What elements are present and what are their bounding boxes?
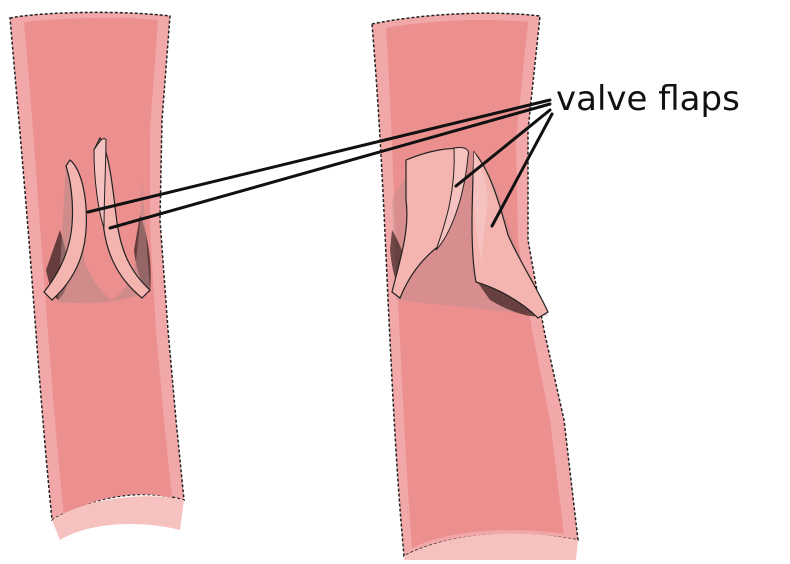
right-vein [372,13,578,560]
left-vein [10,12,184,540]
valve-flaps-label: valve flaps [556,79,740,119]
